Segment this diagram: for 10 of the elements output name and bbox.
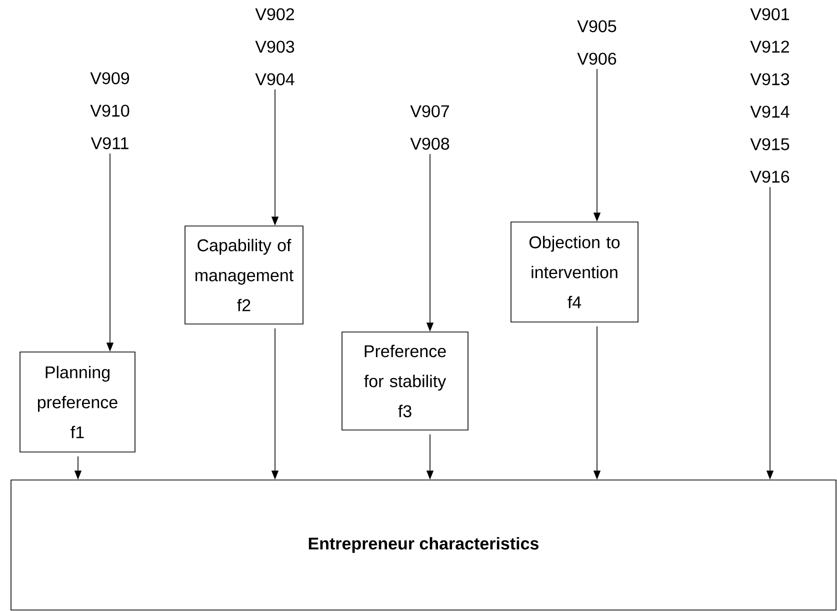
variable-list: V901 V912 V913 V914 V915 V916 [750, 8, 790, 183]
factor-box: Planning preference f1 [20, 352, 136, 452]
variable-list: V909 V910 V911 [90, 72, 130, 150]
variable-list: V907 V908 [410, 105, 450, 150]
factor-box: Preference for stability f3 [342, 332, 468, 430]
variable-list: V905 V906 [577, 20, 616, 65]
outcome-box: Entrepreneur characteristics [10, 480, 836, 610]
variable-list: V902 V903 V904 [255, 8, 294, 86]
factor-box: Objection to intervention f4 [510, 222, 638, 322]
factor-box: Capability of management f2 [184, 226, 304, 324]
